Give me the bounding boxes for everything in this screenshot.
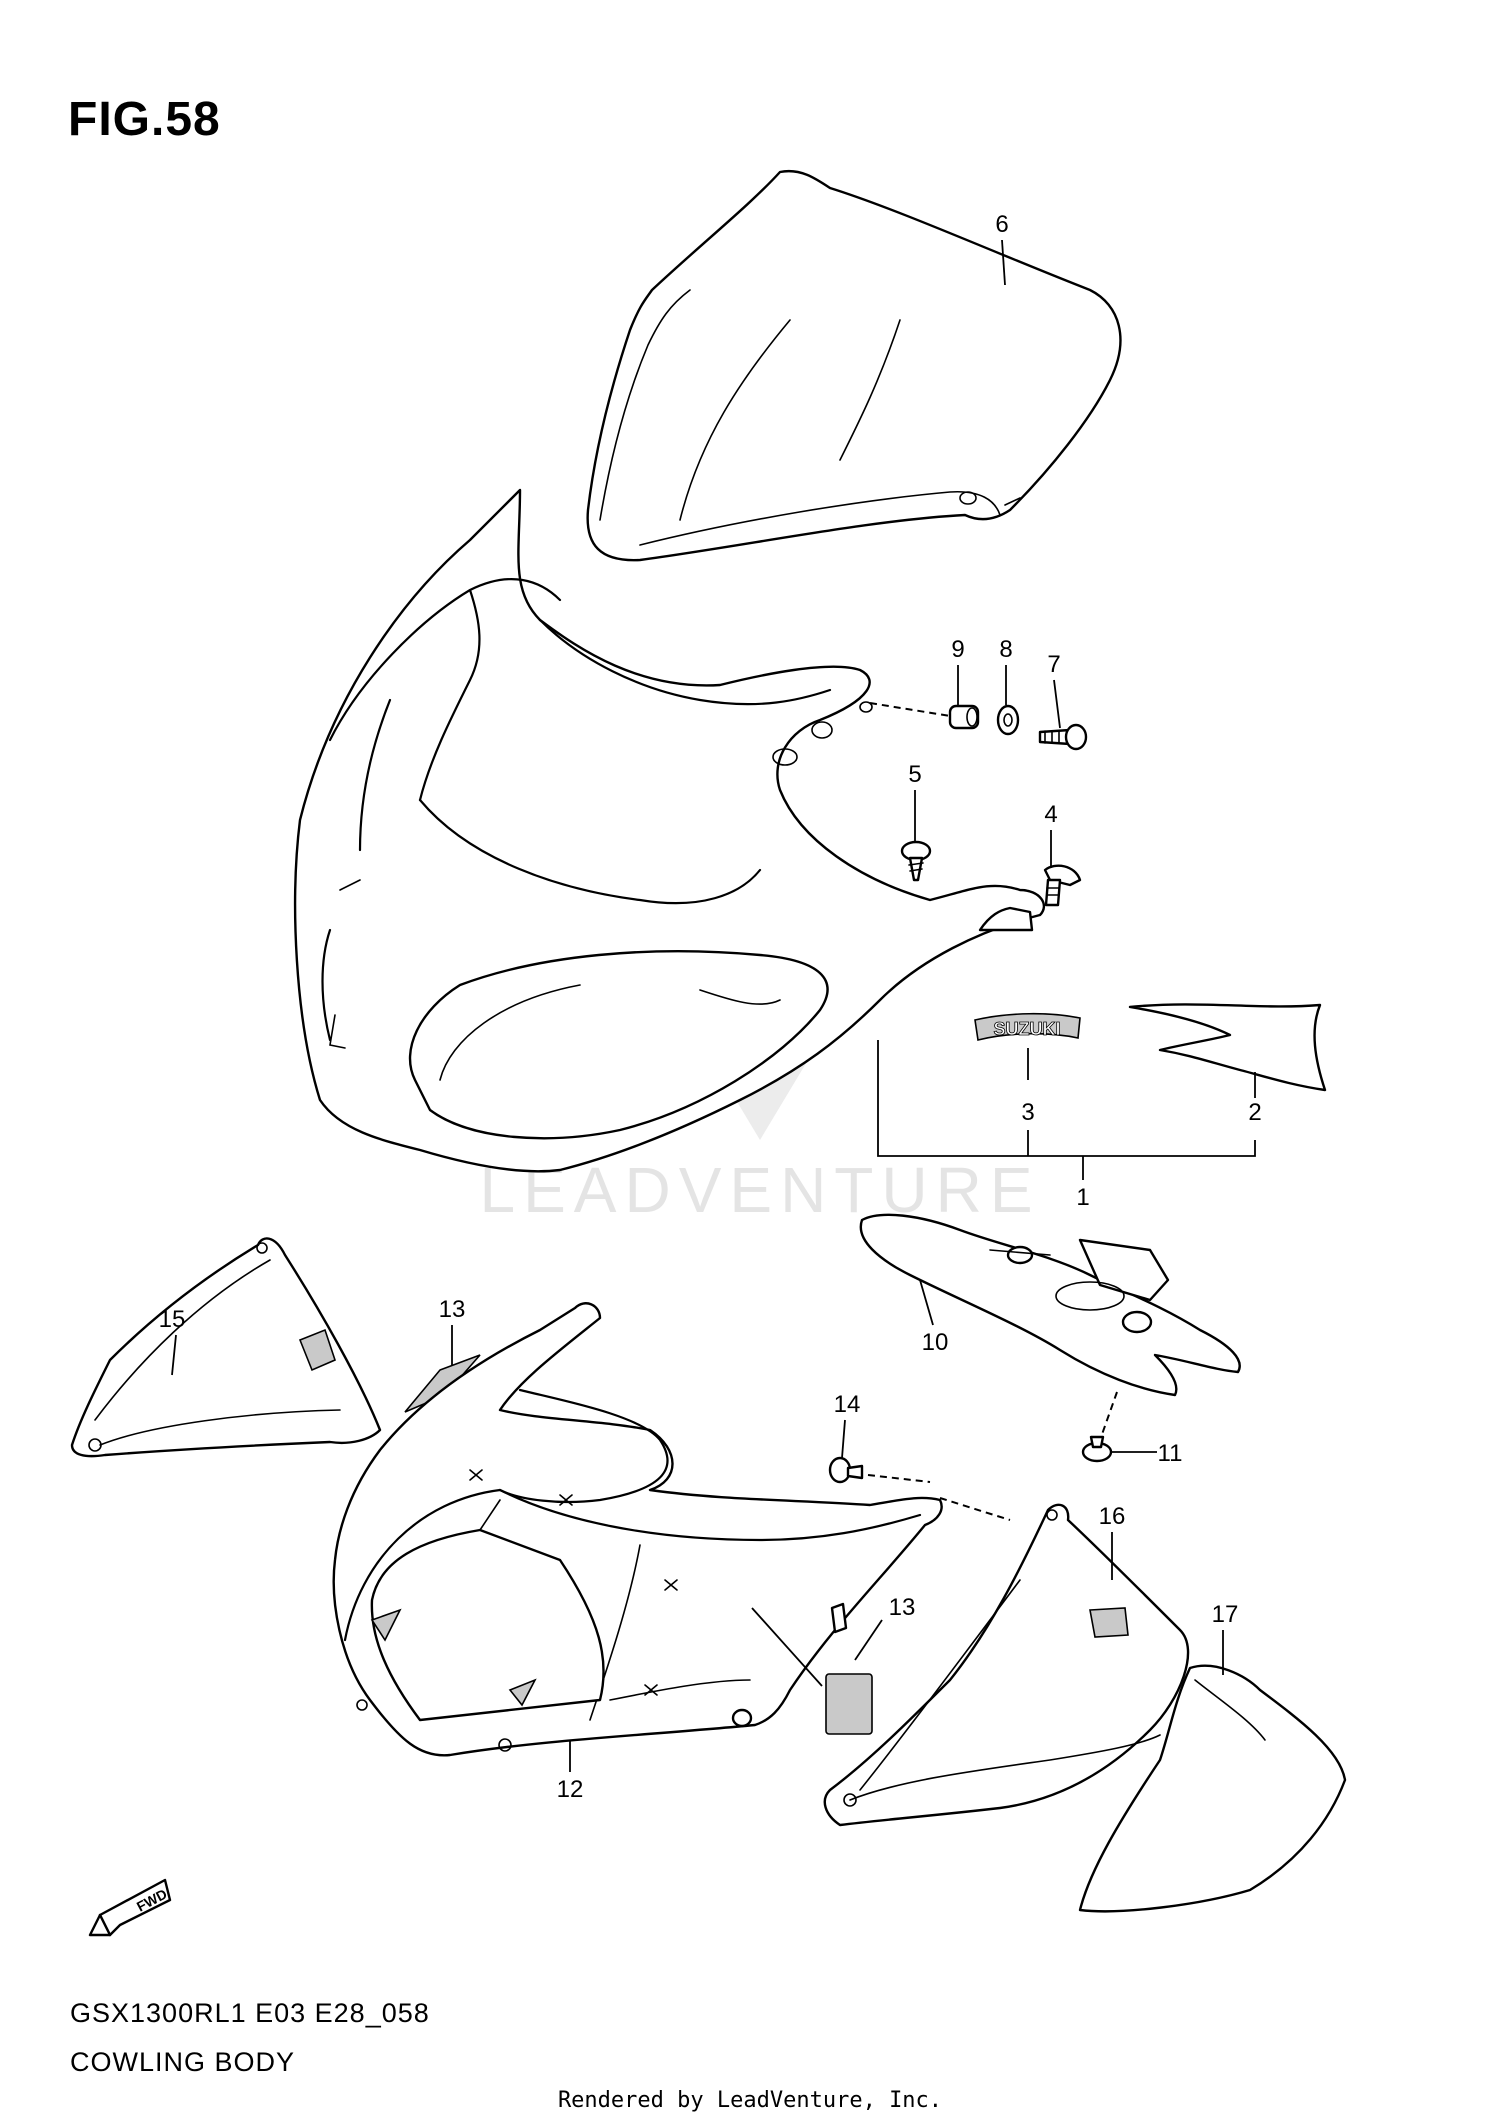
part-decal-2 <box>1128 1003 1327 1092</box>
model-code: GSX1300RL1 E03 E28_058 <box>70 1998 430 2028</box>
callout-9: 9 <box>951 636 964 663</box>
callout-14: 14 <box>834 1391 861 1418</box>
callout-6: 6 <box>995 211 1008 238</box>
callout-12: 12 <box>557 1776 584 1803</box>
part-emblem-3: SUZUKI <box>974 1012 1081 1041</box>
fastener-clip-14 <box>828 1456 931 1484</box>
part-upper-cowling <box>293 488 1046 1173</box>
callout-7: 7 <box>1047 651 1060 678</box>
callout-3: 3 <box>1021 1099 1034 1126</box>
callout-13-lower: 13 <box>889 1594 916 1621</box>
callout-labels: 1 2 3 4 5 6 7 8 9 10 11 12 13 13 14 15 1… <box>159 211 1262 1803</box>
part-inner-bracket-10 <box>859 1213 1241 1397</box>
callout-5: 5 <box>908 761 921 788</box>
emblem-text: SUZUKI <box>994 1019 1061 1039</box>
section-title: COWLING BODY <box>70 2047 296 2077</box>
callout-16: 16 <box>1099 1503 1126 1530</box>
leader-lines <box>171 239 1224 1772</box>
callout-4: 4 <box>1044 801 1057 828</box>
callout-17: 17 <box>1212 1601 1239 1628</box>
fastener-washer-8 <box>996 704 1020 736</box>
fastener-screw-5 <box>900 840 932 882</box>
fastener-collar-9 <box>869 702 980 730</box>
callout-10: 10 <box>922 1329 949 1356</box>
callout-13-upper: 13 <box>439 1296 466 1323</box>
fastener-screw-11 <box>1081 1391 1118 1463</box>
part-side-panel-15 <box>70 1237 382 1458</box>
fastener-bolt-4 <box>1043 864 1082 907</box>
callout-2: 2 <box>1248 1099 1261 1126</box>
part-side-panel-16 <box>823 1497 1190 1827</box>
fastener-bolt-7 <box>1038 723 1088 751</box>
assembly-bracket-1 <box>877 1040 1256 1180</box>
callout-8: 8 <box>999 636 1012 663</box>
figure-title: FIG.58 <box>68 93 221 146</box>
callout-1: 1 <box>1076 1184 1089 1211</box>
footer-credit: Rendered by LeadVenture, Inc. <box>557 2088 943 2113</box>
part-decal-13-lower <box>825 1673 873 1735</box>
part-inner-panel-17 <box>1078 1664 1347 1913</box>
fwd-arrow-icon: FWD <box>88 1878 172 1937</box>
part-lower-cowling-12 <box>332 1302 943 1757</box>
part-windscreen <box>586 169 1122 562</box>
callout-15: 15 <box>159 1306 186 1333</box>
callout-11: 11 <box>1158 1440 1183 1467</box>
